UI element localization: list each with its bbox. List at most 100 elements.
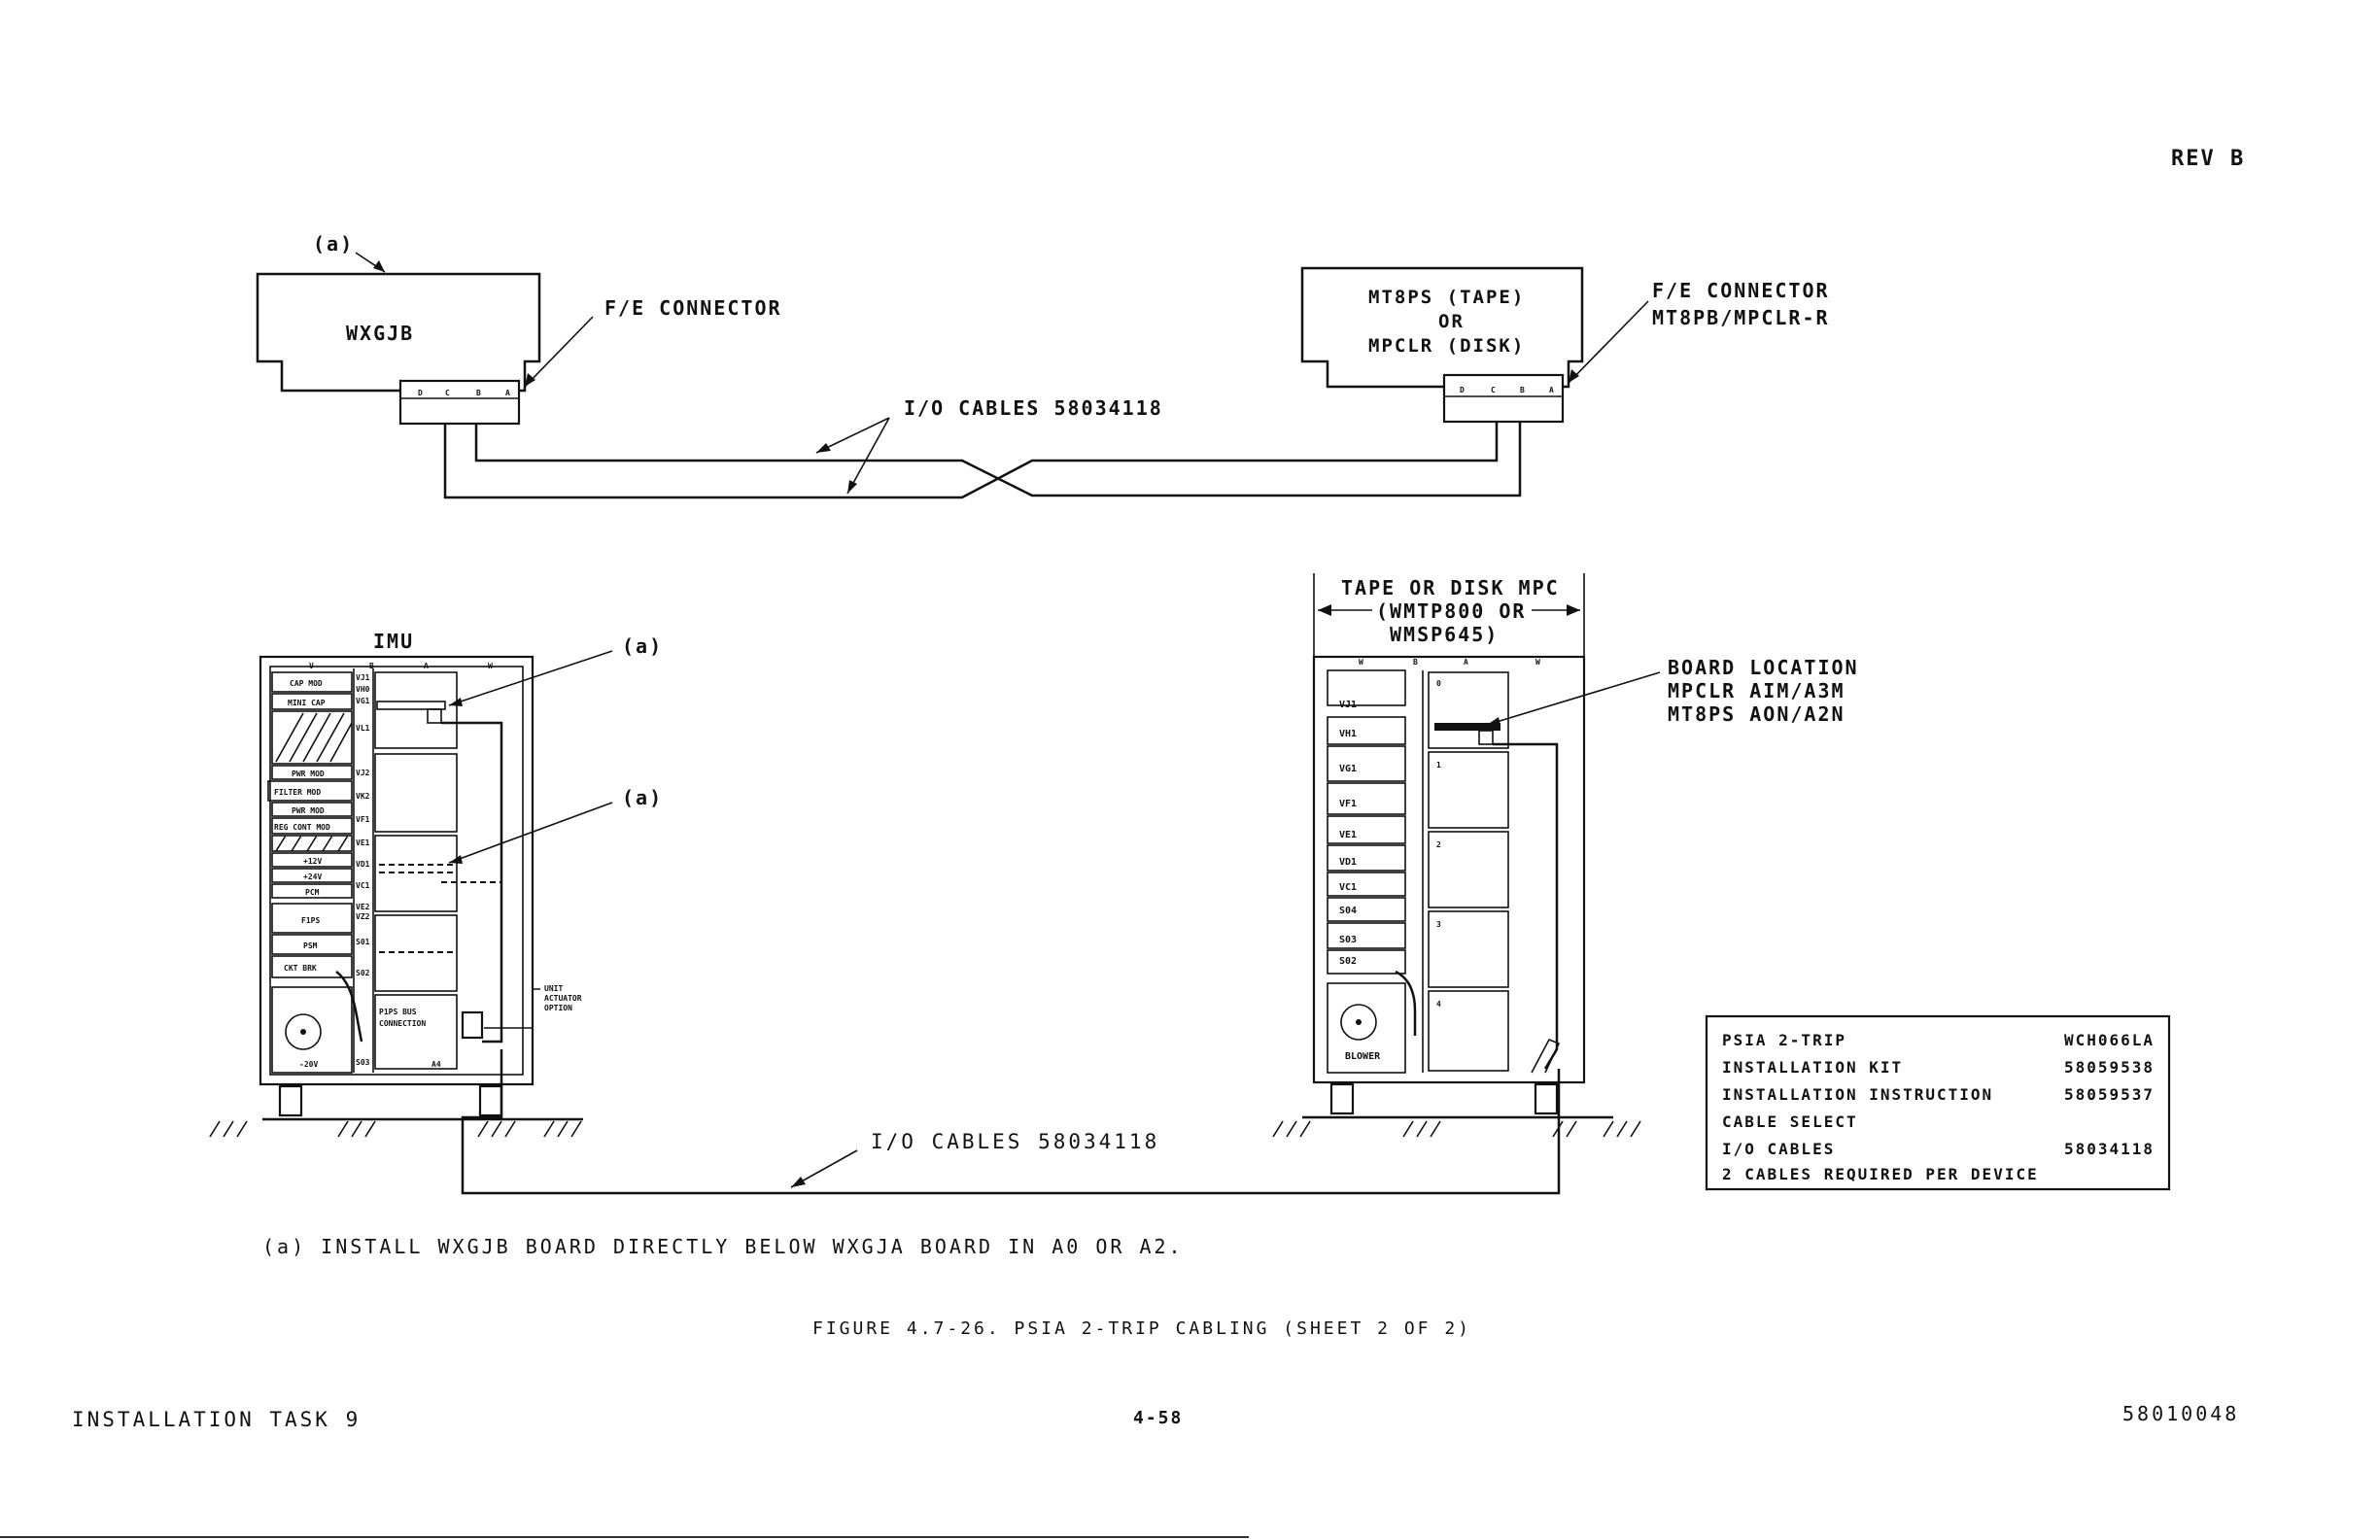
unit-actuator-2: ACTUATOR: [544, 994, 582, 1003]
module-hatch-1: [275, 712, 353, 763]
mpc-slot-vg1: [1327, 745, 1406, 782]
mpc-slot-vh1: [1327, 716, 1406, 745]
imu-bus-note-2: CONNECTION: [379, 1019, 426, 1028]
imu-board-slot-1: [374, 671, 458, 749]
revision-label: REV B: [2171, 147, 2245, 171]
module-24v-label: +24V: [303, 873, 322, 881]
mpc-floor-hatch: [1272, 1120, 1641, 1138]
imu-slot-vf1: VF1: [356, 815, 370, 824]
left-connector-leader: [524, 316, 594, 388]
parts-row-3-part: 58059537: [2064, 1085, 2155, 1104]
module-pcm-label: PCM: [305, 888, 320, 897]
module-24v: [271, 868, 353, 883]
imu-left-modules: CAP MOD MINI CAP PWR MOD FILTER MOD PWR …: [267, 671, 353, 1074]
mpc-board-slot-3: [1428, 910, 1509, 988]
mpc-psia-board: [1434, 723, 1500, 731]
right-connector-label-2: MT8PB/MPCLR-R: [1652, 306, 1830, 329]
imu-slot-vh0: VH0: [356, 685, 370, 694]
mpc-caster-right: [1534, 1082, 1559, 1115]
right-pin-b: B: [1520, 386, 1525, 394]
mpc-slot-vd1-label: VD1: [1339, 857, 1357, 868]
device-line-2: OR: [1438, 311, 1465, 332]
imu-callout-a2-arrowhead: [449, 855, 463, 864]
left-connector-label: F/E CONNECTOR: [604, 296, 782, 320]
imu-blower-label: -20V: [299, 1060, 318, 1069]
module-psm: [271, 934, 353, 955]
module-reg-cont: [271, 817, 353, 835]
imu-slot-vd1: VD1: [356, 860, 370, 869]
wxgjb-label: WXGJB: [346, 322, 414, 345]
parts-row-5-part: 58034118: [2064, 1140, 2155, 1158]
right-connector-label-1: F/E CONNECTOR: [1652, 279, 1830, 302]
bottom-io-cable: [461, 1049, 1561, 1195]
mpc-cable-clamp: [1531, 1038, 1561, 1074]
imu-board-slot-2: [374, 753, 458, 833]
imu-slot-vz2: VZ2: [356, 912, 370, 921]
footer-right: 58010048: [2122, 1402, 2239, 1425]
parts-table: PSIA 2-TRIP WCH066LA INSTALLATION KIT 58…: [1705, 1014, 2171, 1191]
mpc-blower-fan: [1340, 1004, 1377, 1041]
right-pin-c: C: [1491, 386, 1496, 394]
imu-slot-vg1: VG1: [356, 697, 370, 705]
module-hatched-1: [271, 710, 353, 765]
imu-col-v: V: [309, 662, 314, 670]
mpc-col-a: A: [1464, 658, 1468, 667]
left-pin-b: B: [476, 389, 481, 397]
module-ckt-brk-label: CKT BRK: [284, 964, 317, 973]
imu-floor-hatch: [209, 1120, 582, 1138]
mpc-slot-ve1: [1327, 815, 1406, 844]
module-12v-label: +12V: [303, 857, 322, 866]
module-f1ps-label: F1PS: [301, 916, 320, 925]
mpc-blower-hub: [1356, 1019, 1362, 1025]
imu-inner: [269, 666, 524, 1076]
mpc-slot-vj1-label: VJ1: [1339, 700, 1357, 710]
module-pwr-2: [271, 802, 353, 817]
left-pin-a: A: [505, 389, 510, 397]
mpc-slot-vc1-label: VC1: [1339, 882, 1357, 893]
left-pin-d: D: [418, 389, 423, 397]
left-fe-connector: [398, 379, 521, 426]
board-location-arrowhead: [1487, 717, 1500, 726]
module-hatched-2: [271, 835, 353, 852]
parts-row-5-item: I/O CABLES: [1722, 1140, 1835, 1158]
mpc-board-slot-2: [1428, 831, 1509, 908]
wxgjb-board: [256, 272, 541, 393]
imu-board-slot-3: [374, 835, 458, 912]
mpc-frame: [1312, 655, 1586, 1084]
imu-slot-vc1: VC1: [356, 881, 370, 890]
mpc-blower-cable: [1395, 970, 1417, 1036]
unit-actuator-3: OPTION: [544, 1004, 572, 1012]
parts-row-2-part: 58059538: [2064, 1058, 2155, 1077]
imu-bus-note-1: P1PS BUS: [379, 1008, 417, 1016]
imu-unit-actuator: [461, 1010, 484, 1040]
right-fe-connector: [1442, 373, 1565, 424]
top-cable-arrowhead-1: [816, 443, 831, 453]
module-pwr-1-label: PWR MOD: [292, 770, 325, 778]
parts-row-2-item: INSTALLATION KIT: [1722, 1058, 1903, 1077]
board-location-3: MT8PS AON/A2N: [1668, 702, 1845, 726]
imu-board-connector-1: [427, 708, 442, 724]
board-location-2: MPCLR AIM/A3M: [1668, 679, 1845, 702]
imu-slot-ve1: VE1: [356, 838, 370, 847]
mpc-board-num-3: 3: [1436, 920, 1441, 929]
mpc-board-num-2: 2: [1436, 840, 1441, 849]
left-pin-c: C: [445, 389, 450, 397]
imu-caster-right: [478, 1084, 503, 1117]
board-location-1: BOARD LOCATION: [1668, 656, 1859, 679]
mpc-title-1: TAPE OR DISK MPC: [1341, 576, 1560, 599]
mpc-slot-s02-label: S02: [1339, 956, 1357, 967]
unit-actuator-1: UNIT: [544, 984, 563, 993]
imu-frame: [259, 655, 535, 1086]
mpc-col-w: W: [1359, 658, 1363, 667]
top-cable-leader-2: [846, 417, 890, 495]
top-cable-arrowhead-2: [847, 480, 857, 494]
imu-callout-a2: (a): [622, 786, 663, 809]
parts-row-1-part: WCH066LA: [2064, 1031, 2155, 1049]
imu-slot-a4: A4: [431, 1060, 441, 1069]
imu-blower-hub: [300, 1029, 306, 1035]
mpc-slot-vd1: [1327, 844, 1406, 872]
mpc-cabinet: TAPE OR DISK MPC (WMTP800 OR WMSP645) W …: [1272, 573, 1859, 1138]
parts-table-frame: [1705, 1014, 2171, 1191]
mpc-board-slot-4: [1428, 990, 1509, 1072]
